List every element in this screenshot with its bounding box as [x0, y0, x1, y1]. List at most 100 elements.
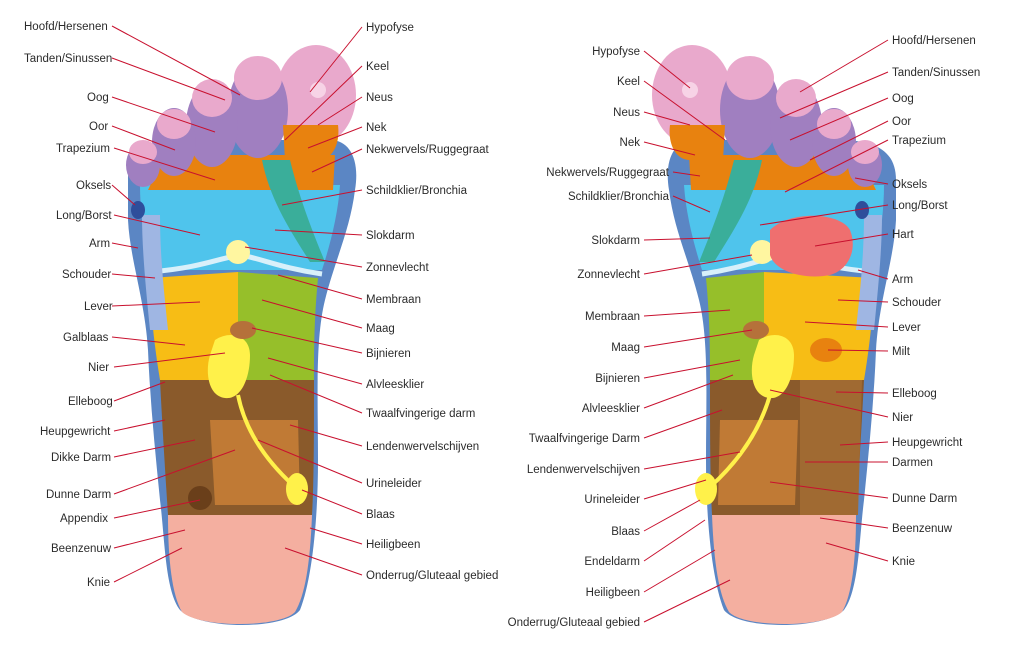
leader-line: [672, 171, 701, 177]
leader-line: [809, 120, 889, 161]
right-armpit-dot: [855, 201, 869, 219]
leader-line: [274, 229, 363, 236]
label-r-onderrug: Onderrug/Gluteaal gebied: [508, 617, 640, 629]
leader-line: [113, 352, 226, 368]
right-stomach-zone: [706, 272, 764, 380]
label-onderrug: Onderrug/Gluteaal gebied: [366, 570, 498, 582]
left-stomach-zone: [238, 272, 318, 380]
leader-line: [111, 242, 139, 249]
label-r-hoofd-hersenen: Hoofd/Hersenen: [892, 35, 976, 47]
leader-line: [113, 439, 196, 458]
label-r-knie: Knie: [892, 556, 915, 568]
label-r-nekwervels: Nekwervels/Ruggegraat: [546, 167, 670, 179]
leader-line: [643, 111, 691, 126]
label-slokdarm: Slokdarm: [366, 230, 415, 242]
leader-line: [643, 141, 696, 156]
label-r-heupgewricht: Heupgewricht: [892, 437, 963, 449]
leader-line: [281, 189, 363, 206]
label-twaalfvingerige-darm: Twaalfvingerige darm: [366, 408, 475, 420]
label-r-schildklier: Schildklier/Bronchia: [568, 191, 670, 203]
label-schildklier: Schildklier/Bronchia: [366, 185, 468, 197]
label-r-membraan: Membraan: [585, 311, 640, 323]
label-r-zonnevlecht: Zonnevlecht: [577, 269, 640, 281]
left-toe-4-tip: [157, 109, 191, 139]
label-elleboog: Elleboog: [68, 396, 113, 408]
label-nier: Nier: [88, 362, 109, 374]
label-r-lendenwervelschijven: Lendenwervelschijven: [527, 464, 640, 476]
label-r-oor: Oor: [892, 116, 911, 128]
leader-line: [769, 389, 889, 418]
leader-line: [111, 25, 241, 96]
leader-line: [643, 50, 691, 89]
label-r-long-borst: Long/Borst: [892, 200, 948, 212]
leader-line: [113, 547, 183, 583]
right-solar-plexus: [750, 240, 774, 264]
leader-line: [643, 579, 731, 623]
right-toe-2-tip: [726, 56, 774, 100]
leader-line: [804, 321, 889, 328]
leader-line: [261, 299, 363, 329]
left-ureter: [236, 394, 297, 489]
leader-line: [113, 381, 166, 402]
right-thyroid-zone: [699, 160, 762, 262]
right-foot-right-labels: Hoofd/Hersenen Tanden/Sinussen Oog Oor T…: [892, 35, 980, 568]
label-neus: Neus: [366, 92, 393, 104]
label-heiligbeen: Heiligbeen: [366, 539, 420, 551]
right-foot-left-labels: Hypofyse Keel Neus Nek Nekwervels/Ruggeg…: [508, 46, 670, 629]
label-r-milt: Milt: [892, 346, 911, 358]
right-kidney: [751, 335, 794, 399]
label-r-oksels: Oksels: [892, 179, 927, 191]
leader-line: [111, 273, 156, 279]
label-membraan: Membraan: [366, 294, 421, 306]
leader-line: [835, 391, 889, 394]
right-spleen: [810, 338, 842, 362]
leader-line: [307, 126, 363, 149]
label-nek: Nek: [366, 122, 387, 134]
label-r-tanden-sinussen: Tanden/Sinussen: [892, 67, 980, 79]
leader-line: [113, 147, 216, 181]
label-r-nek: Nek: [620, 137, 641, 149]
label-r-trapezium: Trapezium: [892, 135, 946, 147]
left-toes: [126, 45, 356, 187]
label-nekwervels: Nekwervels/Ruggegraat: [366, 144, 490, 156]
right-bladder: [695, 473, 717, 505]
left-foot-left-labels: Hoofd/Hersenen Tanden/Sinussen Oog Oor T…: [24, 21, 113, 589]
leader-line: [784, 139, 889, 193]
left-arm-zone: [142, 215, 168, 330]
left-toe-3-tip: [192, 79, 232, 117]
label-r-slokdarm: Slokdarm: [591, 235, 640, 247]
label-schouder: Schouder: [62, 269, 111, 281]
label-hypofyse: Hypofyse: [366, 22, 414, 34]
leader-line: [672, 195, 711, 213]
label-oog: Oog: [87, 92, 109, 104]
label-heupgewricht: Heupgewricht: [40, 426, 111, 438]
leader-line: [113, 214, 201, 236]
leader-line: [284, 65, 363, 141]
label-r-darmen: Darmen: [892, 457, 933, 469]
label-lever: Lever: [84, 301, 113, 313]
label-galblaas: Galblaas: [63, 332, 109, 344]
leader-line: [113, 529, 186, 549]
right-ureter: [708, 394, 772, 489]
label-blaas: Blaas: [366, 509, 395, 521]
label-beenzenuw: Beenzenuw: [51, 543, 112, 555]
label-r-hypofyse: Hypofyse: [592, 46, 640, 58]
leader-line: [643, 409, 723, 439]
label-arm: Arm: [89, 238, 110, 250]
label-r-hart: Hart: [892, 229, 915, 241]
label-long-borst: Long/Borst: [56, 210, 112, 222]
left-kidney: [207, 335, 250, 399]
left-adrenal: [230, 321, 256, 339]
label-bijnieren: Bijnieren: [366, 348, 411, 360]
left-solar-plexus: [226, 240, 250, 264]
left-neck-zone: [283, 125, 339, 160]
leader-line: [113, 499, 201, 519]
label-zonnevlecht: Zonnevlecht: [366, 262, 429, 274]
left-bladder: [286, 473, 308, 505]
leader-line: [267, 357, 363, 385]
label-r-bijnieren: Bijnieren: [595, 373, 640, 385]
label-knie: Knie: [87, 577, 110, 589]
leader-line: [643, 374, 734, 409]
label-r-beenzenuw: Beenzenuw: [892, 523, 953, 535]
